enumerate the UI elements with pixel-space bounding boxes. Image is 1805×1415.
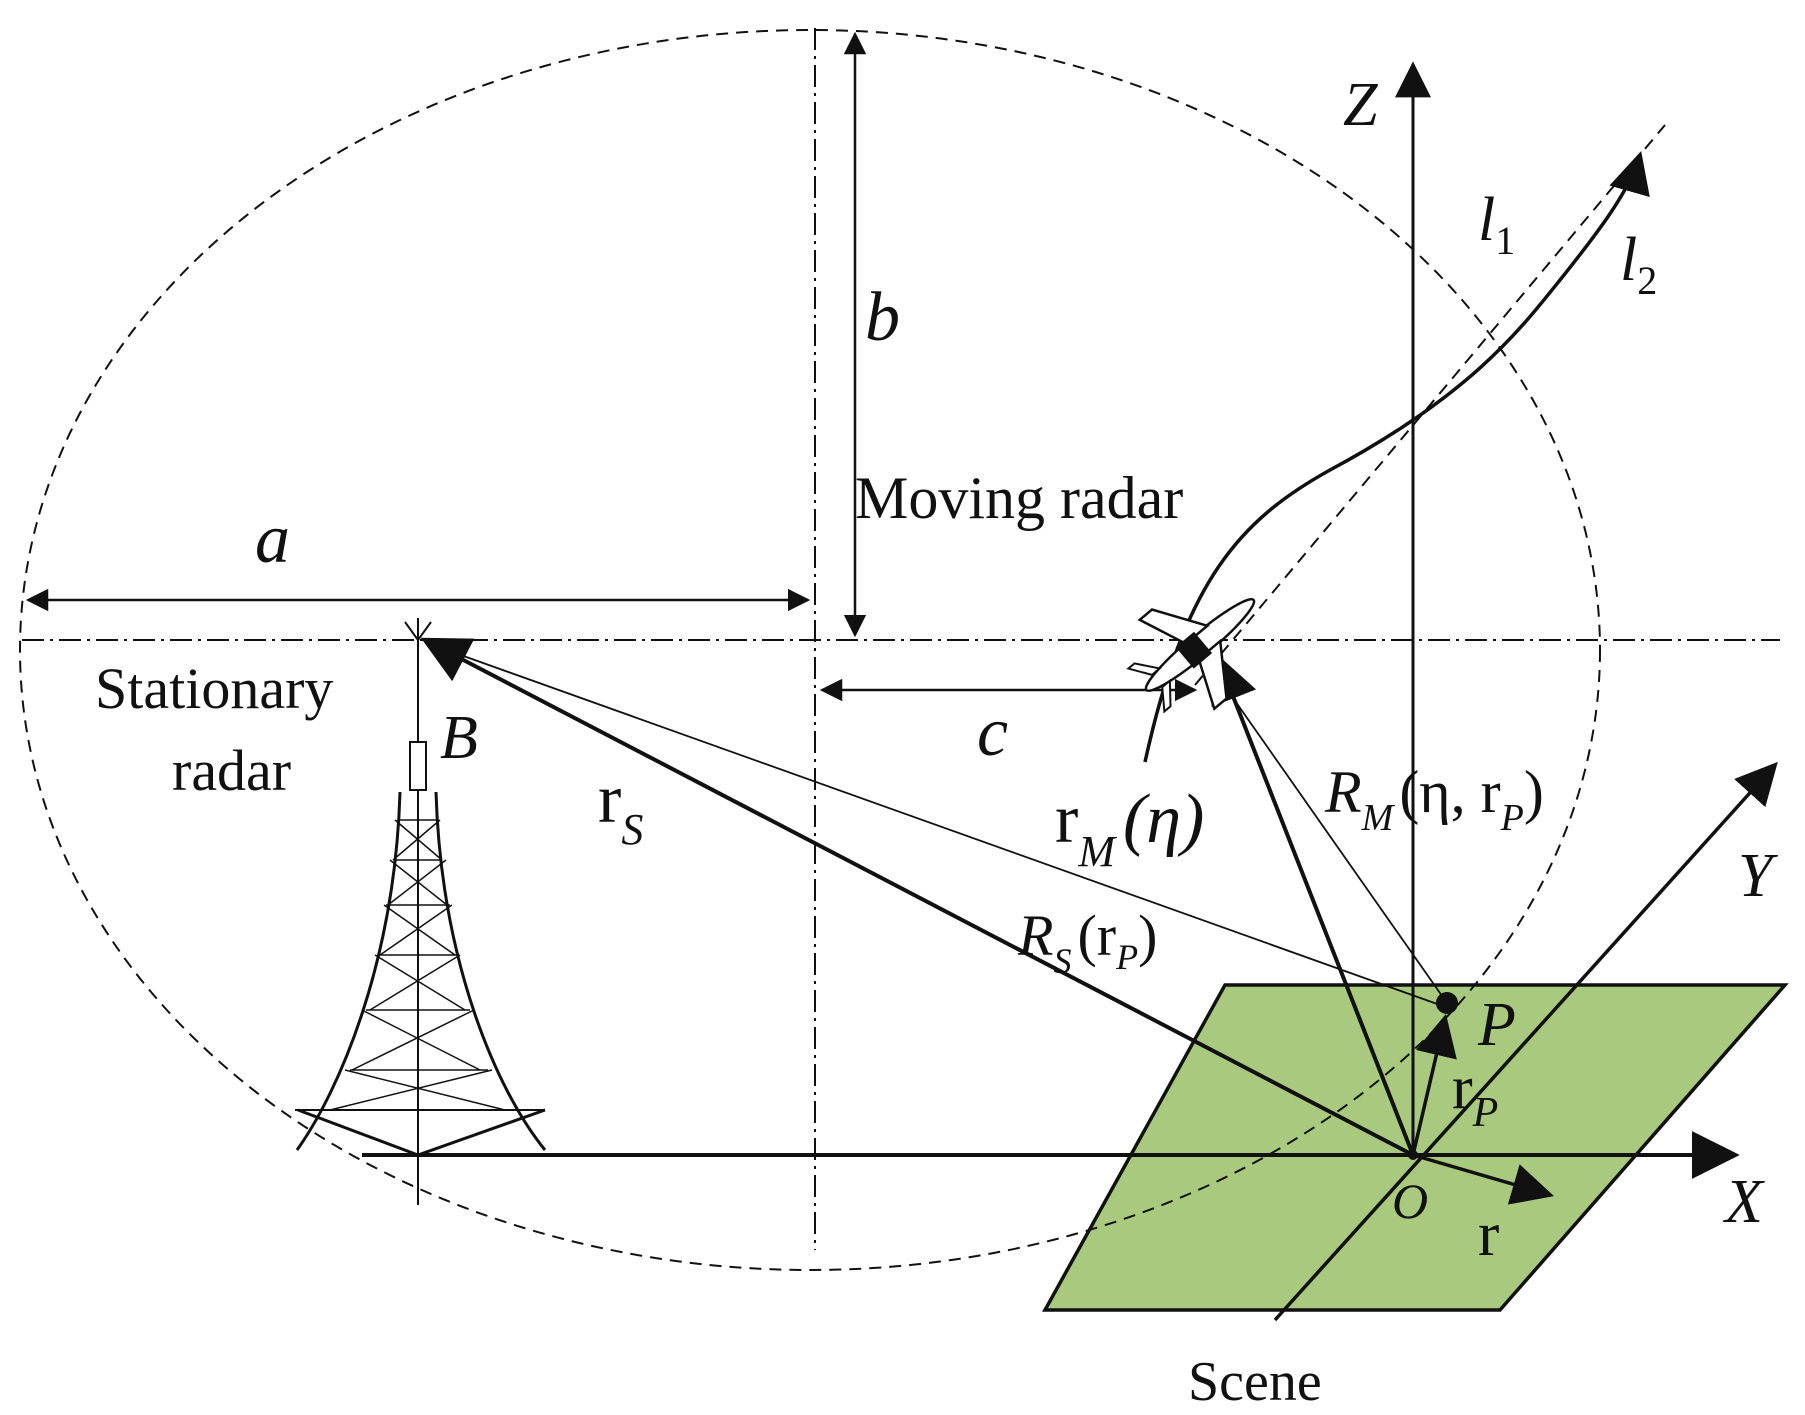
target-point-P — [1436, 992, 1458, 1014]
label-scene: Scene — [1188, 1351, 1322, 1413]
vector-RM — [1211, 667, 1448, 1004]
vector-RS — [428, 641, 1441, 1006]
label-B: B — [440, 704, 478, 772]
label-rP: rP — [1452, 1054, 1498, 1136]
equal-range-ellipse — [19, 29, 1601, 1271]
label-l2: l2 — [1620, 226, 1657, 303]
label-stationary-radar-1: Stationary — [95, 656, 333, 721]
label-rM: rM(η) — [1055, 781, 1204, 876]
label-a: a — [255, 501, 290, 578]
vector-r — [1412, 1153, 1555, 1205]
label-point-P: P — [1477, 991, 1516, 1059]
vector-rS — [420, 637, 1414, 1157]
label-stationary-radar-2: radar — [172, 738, 291, 803]
vector-rM — [1211, 653, 1415, 1156]
origin-point — [1408, 1150, 1418, 1160]
label-l1: l1 — [1478, 186, 1515, 263]
tower-icon — [295, 618, 547, 1205]
label-axis-Z: Z — [1343, 71, 1378, 139]
trajectory-l1 — [1194, 124, 1666, 686]
label-rS: rS — [598, 761, 643, 854]
label-r: r — [1478, 1198, 1499, 1269]
label-RS: RS(rP) — [1017, 903, 1157, 981]
label-RM: RM(η, rP) — [1324, 759, 1544, 839]
vector-rP — [1411, 1013, 1457, 1156]
label-c: c — [977, 694, 1008, 771]
label-b: b — [865, 279, 900, 356]
label-origin-O: O — [1392, 1173, 1428, 1229]
trajectory-l2 — [1143, 150, 1650, 763]
airplane-icon — [1126, 597, 1256, 714]
label-axis-Y: Y — [1738, 842, 1778, 910]
y-axis — [1273, 761, 1778, 1322]
label-axis-X: X — [1722, 1168, 1765, 1236]
label-moving-radar: Moving radar — [855, 465, 1183, 531]
